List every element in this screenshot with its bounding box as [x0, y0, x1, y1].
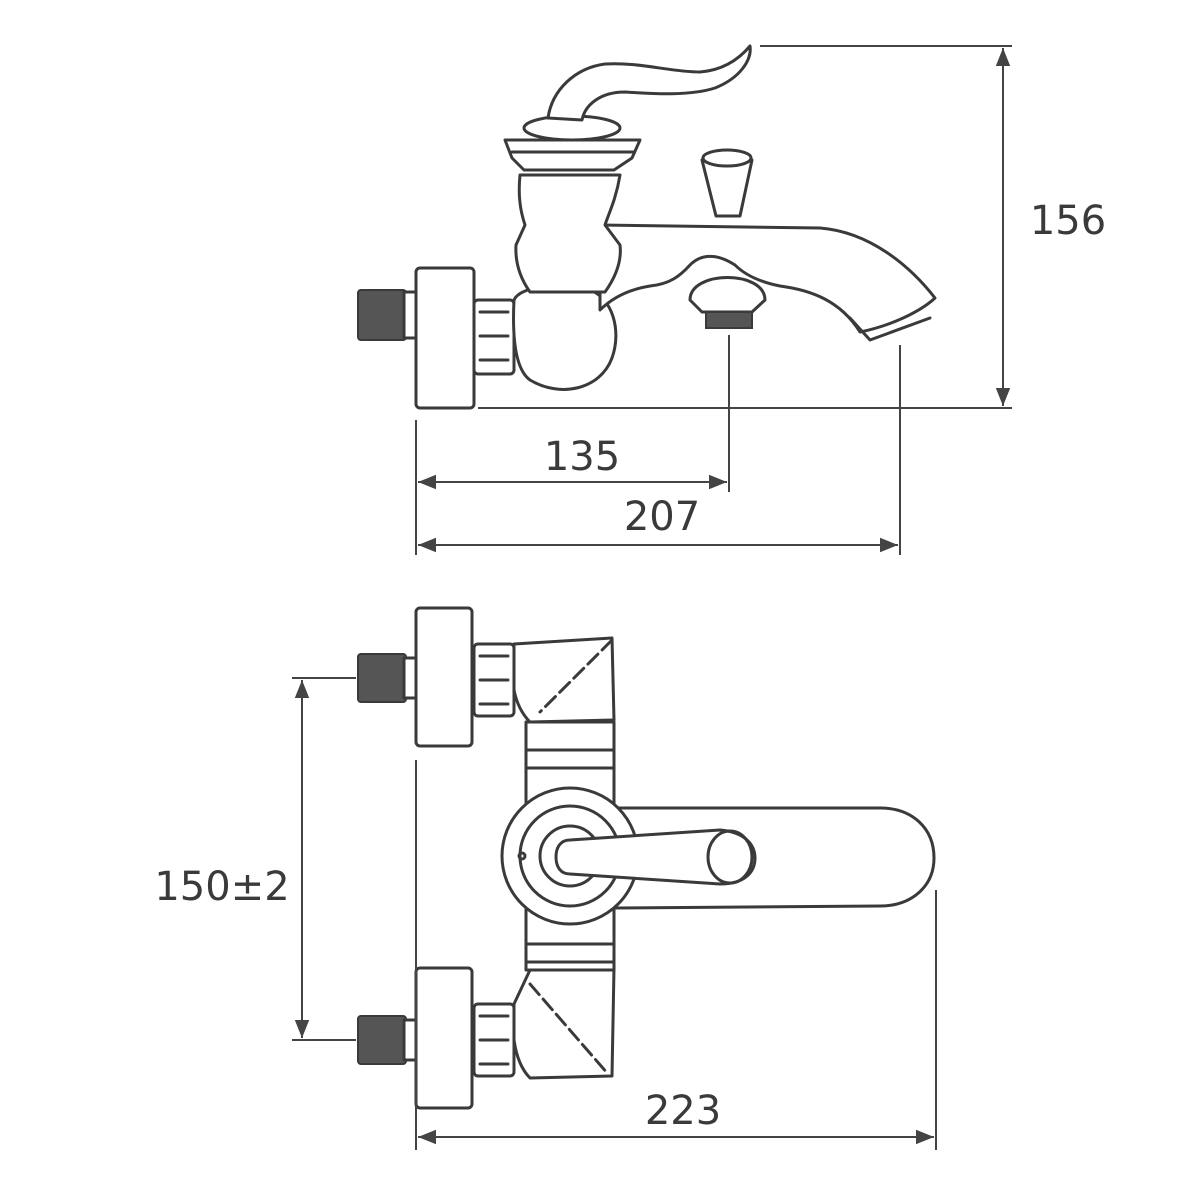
side-wall-flange [414, 266, 476, 410]
dim-label-outlet: 135 [544, 434, 620, 480]
top-lower-thread-connector [357, 1015, 407, 1065]
side-view [357, 44, 937, 410]
side-thread-connector [357, 289, 407, 341]
dim-label-centers: 150±2 [154, 864, 289, 910]
top-upper-wall-flange [414, 606, 474, 748]
top-dimensions: 150±2 223 [154, 677, 937, 1150]
top-upper-thread-connector [357, 653, 407, 703]
side-dimensions: 156 135 207 [415, 45, 1106, 555]
dim-label-height: 156 [1030, 198, 1106, 244]
top-lower-wall-flange [414, 966, 474, 1110]
side-outlet-thread [705, 311, 753, 329]
side-valve-cap [503, 138, 642, 172]
top-upper-elbow [512, 636, 616, 724]
side-valve-column [514, 173, 622, 294]
dim-label-width: 223 [645, 1088, 721, 1134]
top-lever [554, 828, 757, 886]
side-diverter-knob [700, 158, 754, 218]
side-lever [546, 44, 752, 122]
side-outlet-fitting [688, 276, 767, 314]
top-view [357, 606, 936, 1110]
dim-label-spout: 207 [624, 494, 700, 540]
side-spout [598, 223, 937, 334]
